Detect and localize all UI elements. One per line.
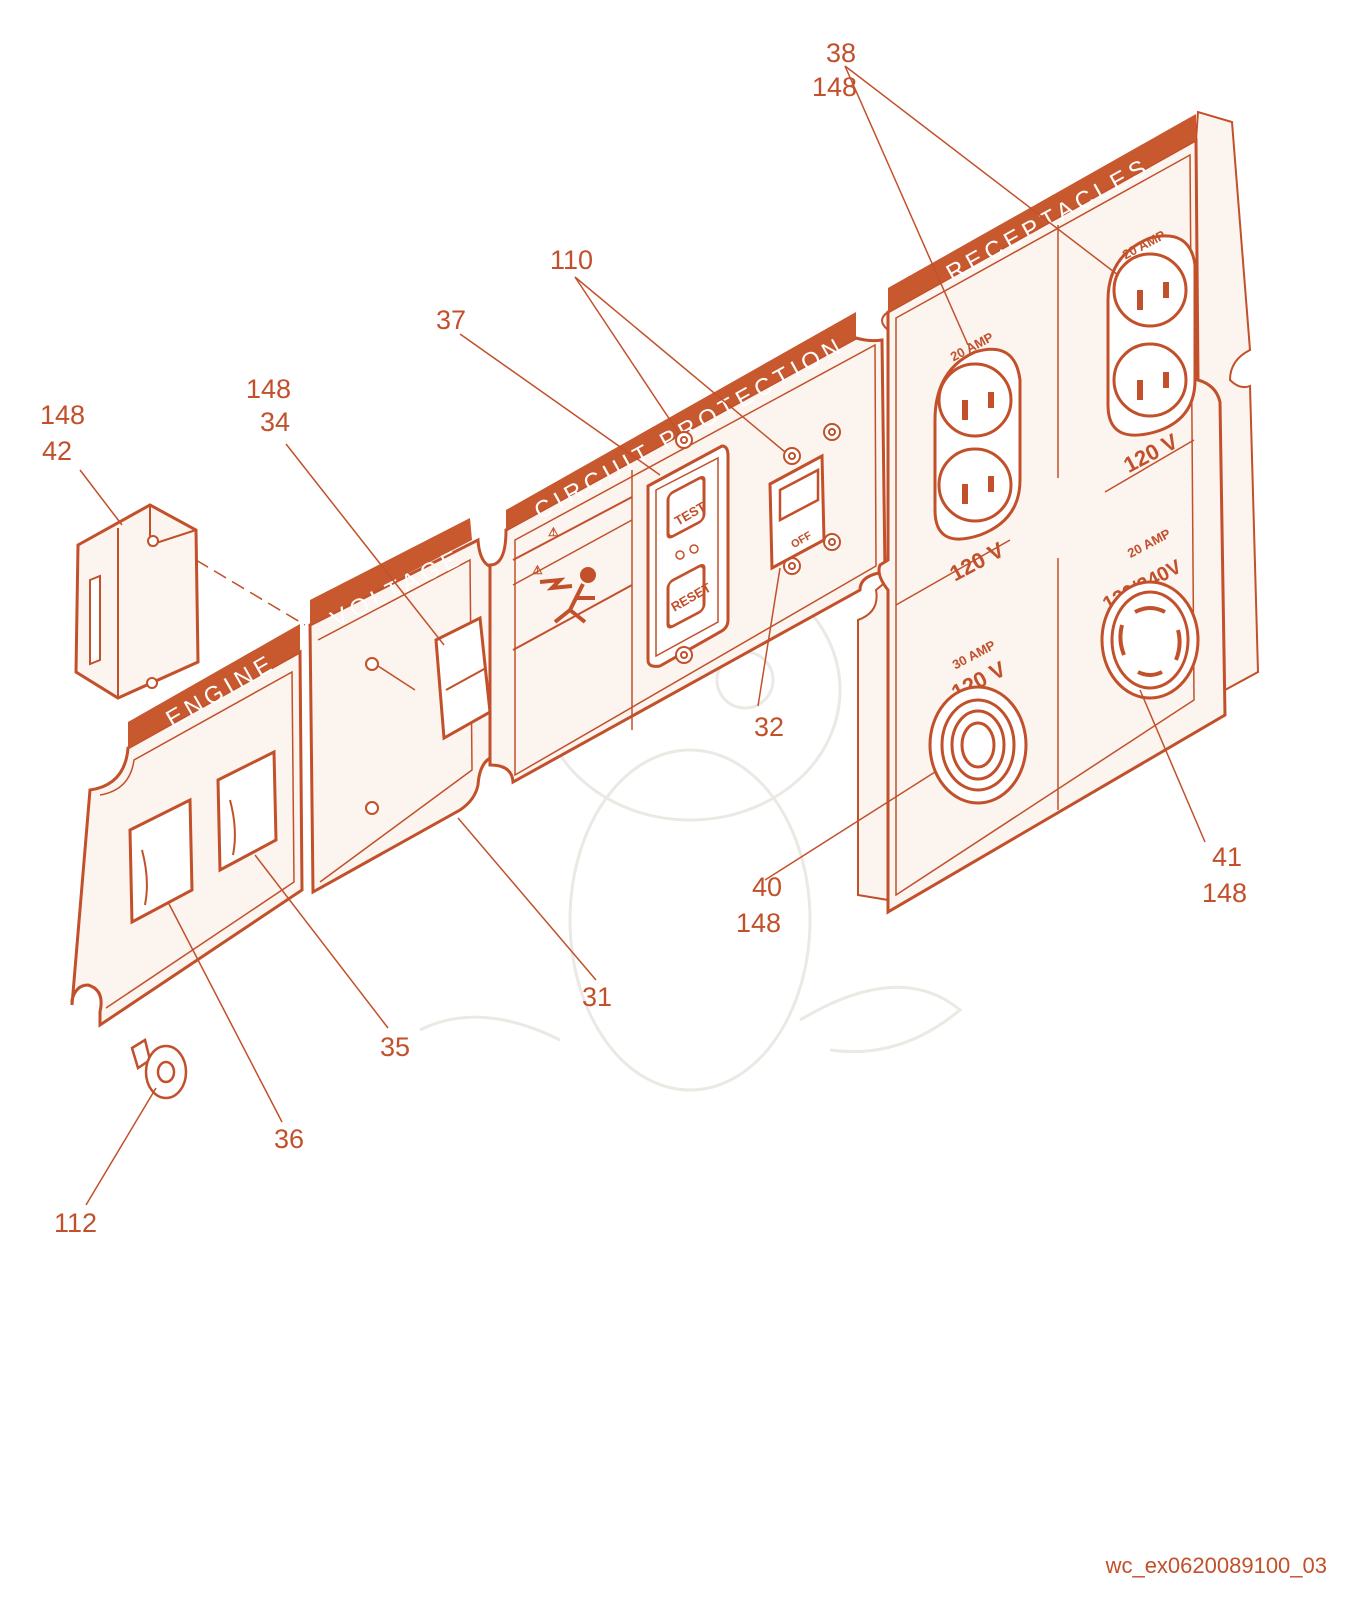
engine-band: [128, 624, 300, 748]
circuit-breaker-32[interactable]: OFF: [768, 453, 826, 571]
gfci-module-37: TEST RESET: [646, 444, 730, 668]
svg-text:⚠: ⚠: [548, 525, 559, 539]
gfci-reset-button[interactable]: RESET: [666, 563, 713, 629]
callout-35: 35: [380, 1032, 410, 1062]
receptacles-band: [888, 114, 1196, 312]
callout-148-c: 148: [40, 400, 85, 430]
drawing-id: wc_ex0620089100_03: [1105, 1553, 1327, 1578]
shock-hazard-icon: [539, 567, 596, 624]
part-42-block: [74, 503, 306, 700]
callout-40: 40: [752, 872, 782, 902]
voltage-band: [310, 518, 472, 625]
callout-38: 38: [826, 38, 856, 68]
voltage-panel: VOLTAGE: [308, 518, 504, 895]
gfci-test-button[interactable]: TEST: [666, 475, 708, 539]
screw-110-icon: [675, 423, 841, 664]
callout-42: 42: [42, 436, 72, 466]
engine-switch-36[interactable]: [128, 797, 194, 925]
callout-numbers: 38 148 110 37 148 34 148 42 32 40 148 41…: [40, 38, 1247, 1238]
callout-112: 112: [54, 1208, 97, 1238]
leader-lines: [79, 65, 1206, 1206]
callout-148-a: 148: [812, 72, 857, 102]
circuit-band: [506, 312, 856, 530]
receptacle-38-right[interactable]: [1106, 234, 1197, 437]
receptacle-40[interactable]: [928, 685, 1028, 805]
callout-32: 32: [754, 712, 784, 742]
callout-31: 31: [582, 982, 612, 1012]
bolt-112-icon: [130, 1038, 188, 1100]
receptacle-41[interactable]: [1100, 580, 1200, 700]
engine-switch-35[interactable]: [216, 749, 278, 873]
receptacle-38-left[interactable]: [933, 347, 1022, 541]
callout-110: 110: [550, 245, 593, 275]
svg-text:⚠: ⚠: [532, 563, 543, 577]
circuit-protection-panel: CIRCUIT PROTECTION ⚠ ⚠ TEST R: [488, 312, 887, 785]
callout-41: 41: [1212, 842, 1242, 872]
callout-36: 36: [274, 1124, 304, 1154]
receptacles-panel: RECEPTACLES 20 AMP 120 V 20 AMP: [857, 110, 1260, 915]
callout-148-b: 148: [246, 374, 291, 404]
callout-37: 37: [436, 305, 466, 335]
callout-148-e: 148: [1202, 878, 1247, 908]
callout-148-d: 148: [736, 908, 781, 938]
callout-34: 34: [260, 407, 290, 437]
